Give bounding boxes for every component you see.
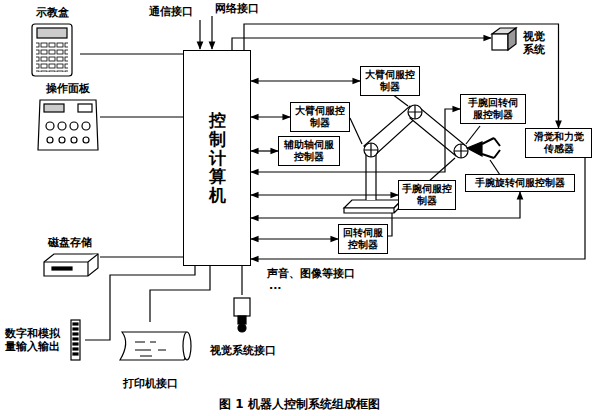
connector	[241, 266, 242, 295]
disk-drive-icon	[44, 254, 98, 276]
camera-icon	[234, 298, 250, 332]
node-text: 磁盘存储	[48, 236, 92, 249]
node-text: 手腕回转伺服控制器	[468, 97, 518, 120]
node-text: 视觉系统接口	[210, 344, 276, 357]
connector	[251, 80, 360, 81]
node-text: 控制计算机	[209, 111, 226, 204]
node-text: 回转伺服控制器	[343, 227, 383, 250]
controller-box: 大臂伺服控制器	[290, 102, 350, 132]
node-text: 滑觉和力觉传感器	[534, 131, 584, 154]
controller-box: 辅助轴伺服控制器	[278, 136, 340, 166]
controller-box: 手腕旋转伺服控制器	[465, 174, 575, 192]
node-text: 操作面板	[46, 82, 90, 95]
connector	[85, 266, 195, 340]
connector	[251, 109, 460, 172]
controller-box: 回转伺服控制器	[338, 224, 388, 254]
node-text: 手腕旋转伺服控制器	[475, 177, 565, 188]
vision-cube-icon	[492, 28, 516, 50]
interface-label: 声音、图像等接口	[266, 266, 356, 281]
connector	[251, 150, 278, 151]
figure-caption: 图 1 机器人控制系统组成框图	[219, 396, 380, 413]
connector	[80, 53, 183, 54]
device-node: 数字和模拟量输入输出	[5, 318, 85, 362]
node-text: 视觉系统	[523, 30, 548, 56]
node-text: 示教盒	[36, 6, 69, 19]
node-text: 大臂伺服控制器	[365, 69, 415, 92]
controller-box: 滑觉和力觉传感器	[525, 128, 592, 158]
interface-label: 通信接口	[148, 4, 194, 19]
connector	[100, 256, 183, 257]
connector	[150, 266, 210, 322]
interface-label: ···	[268, 282, 283, 295]
controller-box: 大臂伺服控制器	[360, 66, 420, 96]
controller-box: 手腕伺服控制器	[398, 180, 456, 210]
device-node: 打印机接口	[105, 322, 195, 390]
node-text: 大臂伺服控制器	[295, 105, 345, 128]
connector	[251, 116, 290, 117]
node-text: 辅助轴伺服控制器	[284, 139, 334, 162]
node-text: 数字和模拟量输入输出	[5, 327, 67, 353]
printer-paper-icon	[120, 332, 191, 360]
interface-label: 网络接口	[214, 1, 260, 16]
device-node: 视觉系统	[488, 26, 548, 60]
connector	[251, 192, 520, 218]
computer-box: 控制计算机	[183, 50, 251, 266]
connector	[100, 116, 183, 117]
device-node: 磁盘存储	[40, 236, 100, 278]
operator-panel-icon	[38, 100, 98, 150]
controller-box: 手腕回转伺服控制器	[460, 94, 526, 124]
device-node: 示教盒	[25, 6, 80, 78]
interface-arrows	[200, 16, 212, 49]
device-node: 操作面板	[35, 82, 100, 152]
node-text: 手腕伺服控制器	[402, 183, 452, 206]
node-text: 打印机接口	[123, 377, 178, 390]
connector	[251, 194, 398, 195]
io-connector-icon	[71, 320, 80, 360]
connector	[251, 158, 585, 259]
teach-pendant-icon	[32, 24, 72, 76]
connector	[232, 38, 491, 50]
device-node: 视觉系统接口	[204, 295, 282, 357]
connector	[251, 238, 338, 239]
